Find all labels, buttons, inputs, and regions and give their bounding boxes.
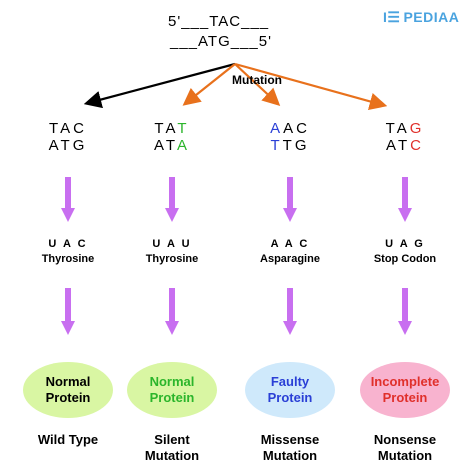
nucleotide: T xyxy=(282,137,295,154)
column-2-arrow-to-protein xyxy=(165,288,179,335)
protein-label-line: Protein xyxy=(382,390,428,405)
column-2-rna-codon: U A U xyxy=(152,238,192,250)
mutation-label: Mutation xyxy=(232,73,282,87)
nucleotide: A xyxy=(60,120,74,137)
nucleotide: T xyxy=(60,137,73,154)
column-4-rna-codon: U A G xyxy=(385,238,425,250)
nucleotide: T xyxy=(177,120,190,137)
column-2-codon-top: TAT xyxy=(142,120,202,137)
result-label-line: Silent xyxy=(154,432,190,447)
column-3-amino-acid: Asparagine xyxy=(260,253,320,265)
column-1-amino-acid: Thyrosine xyxy=(41,253,95,265)
nucleotide: T xyxy=(397,137,411,154)
column-4-arrow-to-protein xyxy=(398,288,412,335)
nucleotide: T xyxy=(165,137,177,154)
nucleotide: A xyxy=(176,137,190,154)
column-3-arrow-to-rna xyxy=(283,177,297,222)
column-4-arrow-to-rna xyxy=(398,177,412,222)
protein-label-line: Incomplete xyxy=(370,374,440,389)
protein-label-line: Protein xyxy=(149,390,195,405)
column-3-rna-codon: A A C xyxy=(270,238,310,250)
protein-label-line: Protein xyxy=(267,390,313,405)
column-4-codon-top: TAG xyxy=(375,120,435,137)
protein-label-line: Faulty xyxy=(270,374,310,389)
dna-bottom-strand: ___ATG___5' xyxy=(170,33,272,50)
nucleotide: A xyxy=(283,120,297,137)
result-label-line: Nonsense xyxy=(373,432,437,447)
nucleotide: A xyxy=(48,137,61,154)
nucleotide: T xyxy=(385,120,397,137)
nucleotide: A xyxy=(270,120,284,137)
result-label-line: Mutation xyxy=(144,448,200,463)
nucleotide: G xyxy=(72,137,88,154)
mutation-arrow-1 xyxy=(83,62,236,109)
logo-text: PEDIAA xyxy=(403,9,460,25)
result-label-line: Mutation xyxy=(262,448,318,463)
result-label-line: Mutation xyxy=(377,448,433,463)
mutation-arrow-3 xyxy=(234,63,281,106)
protein-label-line: Protein xyxy=(45,390,91,405)
result-label-line: Wild Type xyxy=(37,432,99,447)
column-1-rna-codon: U A C xyxy=(48,238,88,250)
column-1-codon-top: TAC xyxy=(38,120,98,137)
nucleotide: C xyxy=(296,120,310,137)
column-3-arrow-to-protein xyxy=(283,288,297,335)
column-3-codon-bottom: TTG xyxy=(260,137,320,154)
nucleotide: G xyxy=(294,137,310,154)
pediaa-logo: I☰PEDIAA xyxy=(383,9,459,26)
column-2-codon-bottom: ATA xyxy=(142,137,202,154)
dna-top-strand: 5'___TAC___ xyxy=(168,13,270,30)
column-2-arrow-to-rna xyxy=(165,177,179,222)
mutation-arrow-2 xyxy=(182,63,236,106)
column-3-codon-top: AAC xyxy=(260,120,320,137)
column-1-codon-bottom: ATG xyxy=(38,137,98,154)
column-1-arrow-to-rna xyxy=(61,177,75,222)
column-2-amino-acid: Thyrosine xyxy=(145,253,199,265)
nucleotide: A xyxy=(154,137,166,154)
nucleotide: T xyxy=(49,120,61,137)
nucleotide: T xyxy=(270,137,283,154)
column-1-result: Wild Type xyxy=(13,432,123,448)
nucleotide: C xyxy=(410,137,424,154)
nucleotide: T xyxy=(154,120,166,137)
column-1-arrow-to-protein xyxy=(61,288,75,335)
mutation-arrow-4 xyxy=(234,62,388,110)
nucleotide: A xyxy=(386,137,398,154)
protein-label-line: Normal xyxy=(45,374,91,389)
nucleotide: G xyxy=(409,120,425,137)
nucleotide: A xyxy=(165,120,178,137)
logo-mark: I☰ xyxy=(383,9,401,25)
column-4-codon-bottom: ATC xyxy=(375,137,435,154)
nucleotide: C xyxy=(73,120,87,137)
protein-label-line: Normal xyxy=(149,374,195,389)
result-label-line: Missense xyxy=(260,432,320,447)
column-4-amino-acid: Stop Codon xyxy=(373,253,437,265)
nucleotide: A xyxy=(396,120,410,137)
